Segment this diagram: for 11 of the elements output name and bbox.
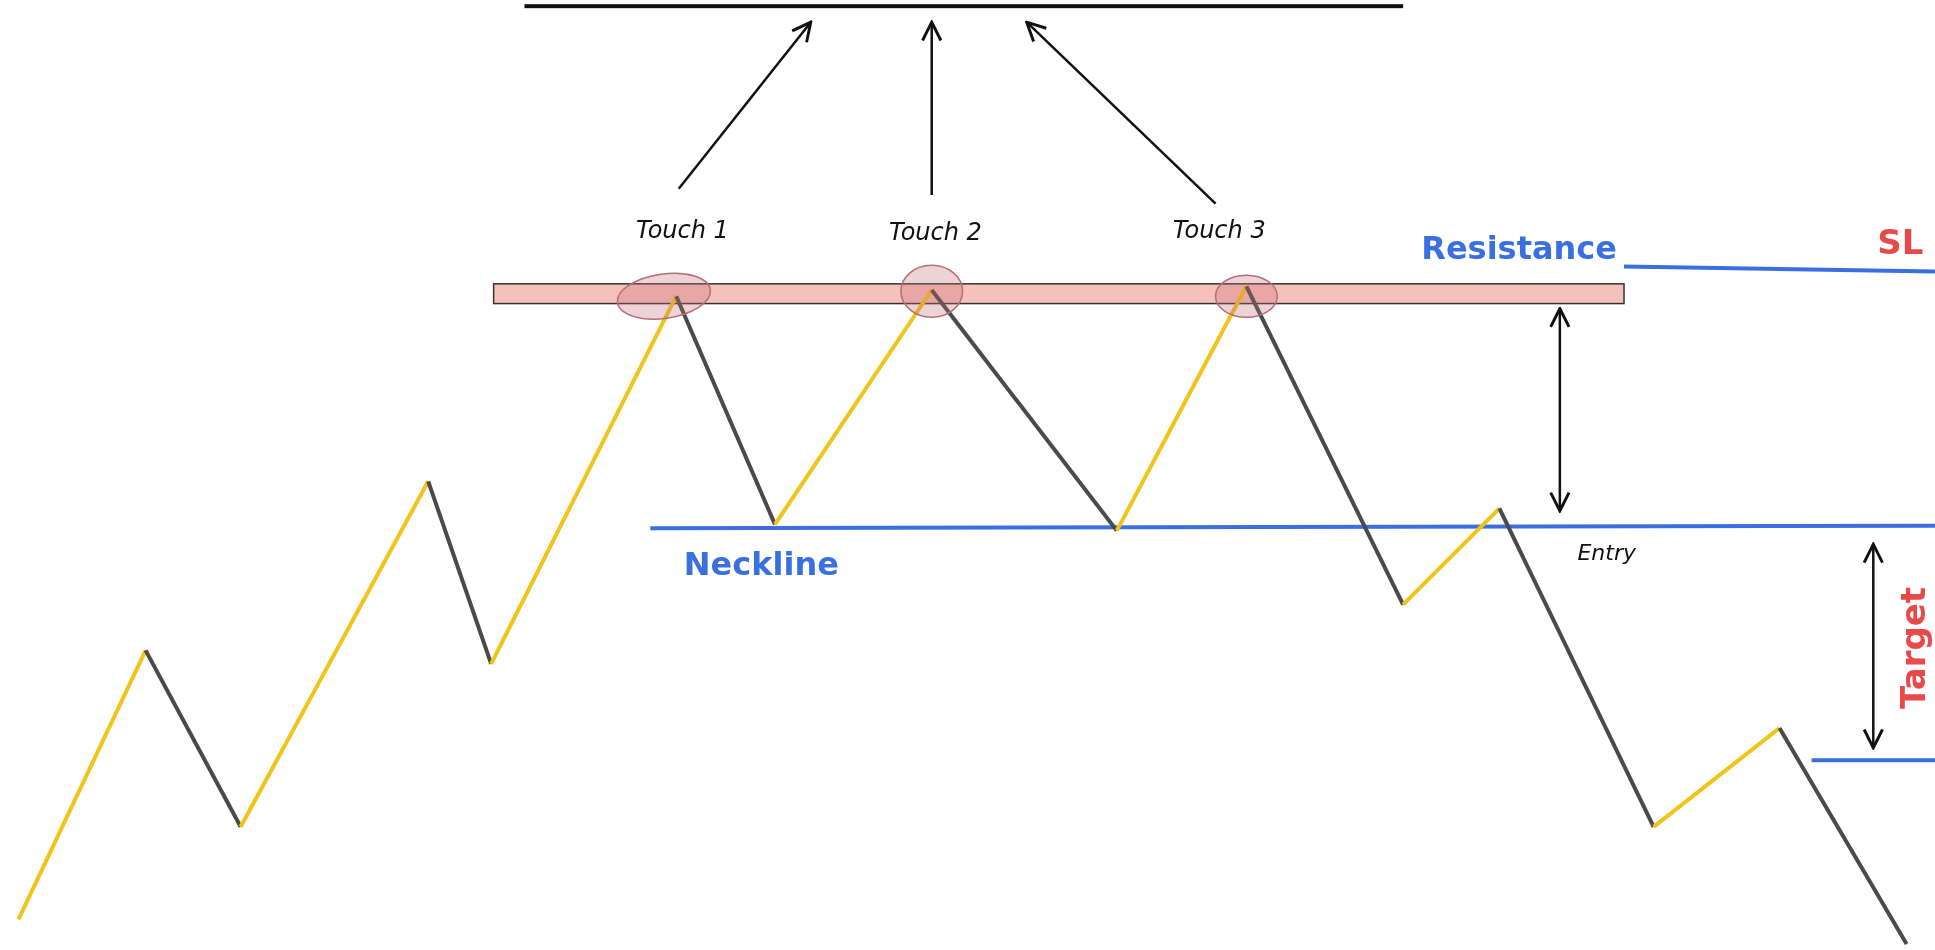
- neckline-label: Neckline: [683, 544, 839, 583]
- arrow: [677, 20, 813, 190]
- arrow: [1025, 20, 1217, 205]
- touch-label: Touch 3: [1172, 215, 1266, 244]
- entry-label: Entry: [1577, 539, 1636, 565]
- arrow: [921, 20, 943, 195]
- touch-label: Touch 2: [888, 218, 982, 246]
- target-label: Target: [1892, 586, 1933, 709]
- resistance-label: Resistance: [1421, 229, 1617, 268]
- touch-label: Touch 1: [635, 215, 729, 244]
- stop-loss-label: SL: [1877, 221, 1924, 262]
